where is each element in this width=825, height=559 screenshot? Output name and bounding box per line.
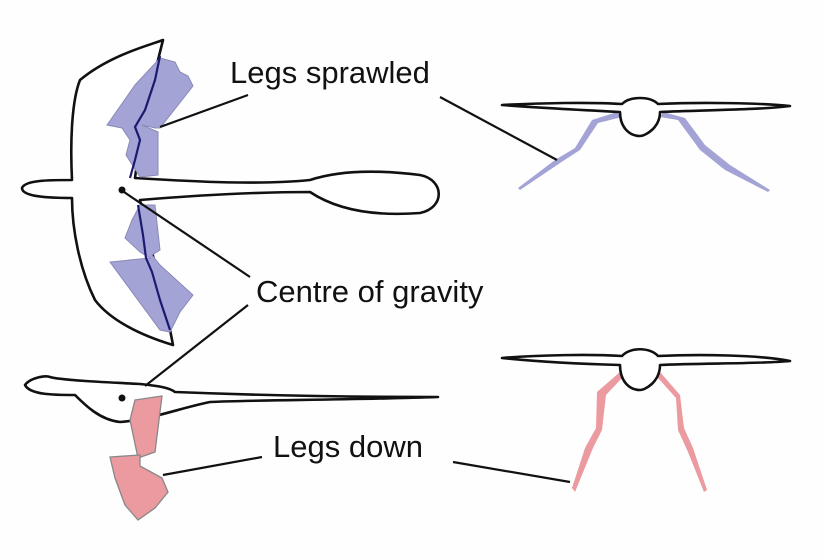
leader-legs-down-left bbox=[162, 455, 263, 477]
front-down-wings bbox=[500, 347, 792, 392]
side-view-body-outline bbox=[23, 375, 440, 424]
leader-legs-sprawled-right bbox=[439, 96, 558, 161]
top-cog-dot bbox=[118, 186, 126, 194]
leader-legs-sprawled-left bbox=[159, 93, 249, 129]
side-view-legs-down bbox=[23, 375, 440, 521]
label-centre-of-gravity: Centre of gravity bbox=[256, 274, 484, 309]
front-view-legs-down bbox=[500, 347, 792, 492]
leader-cog-top bbox=[123, 191, 251, 278]
front-down-left-leg bbox=[572, 372, 622, 492]
label-legs-sprawled: Legs sprawled bbox=[230, 55, 430, 90]
front-sprawled-right-leg bbox=[660, 112, 770, 192]
top-upper-leg-bone bbox=[128, 55, 162, 179]
top-lower-leg-bone bbox=[136, 204, 172, 331]
side-thigh bbox=[129, 395, 163, 459]
leader-cog-side bbox=[144, 304, 249, 387]
top-upper-leg bbox=[106, 57, 194, 178]
front-view-sprawled bbox=[500, 96, 792, 192]
front-down-right-leg bbox=[658, 372, 707, 492]
front-sprawled-left-leg bbox=[518, 112, 622, 190]
leader-legs-down-right bbox=[452, 460, 571, 484]
front-sprawled-wings bbox=[500, 96, 792, 138]
side-shin bbox=[109, 454, 169, 521]
side-cog-dot bbox=[118, 394, 126, 402]
label-legs-down: Legs down bbox=[273, 429, 423, 464]
top-view-sprawled bbox=[20, 38, 440, 347]
